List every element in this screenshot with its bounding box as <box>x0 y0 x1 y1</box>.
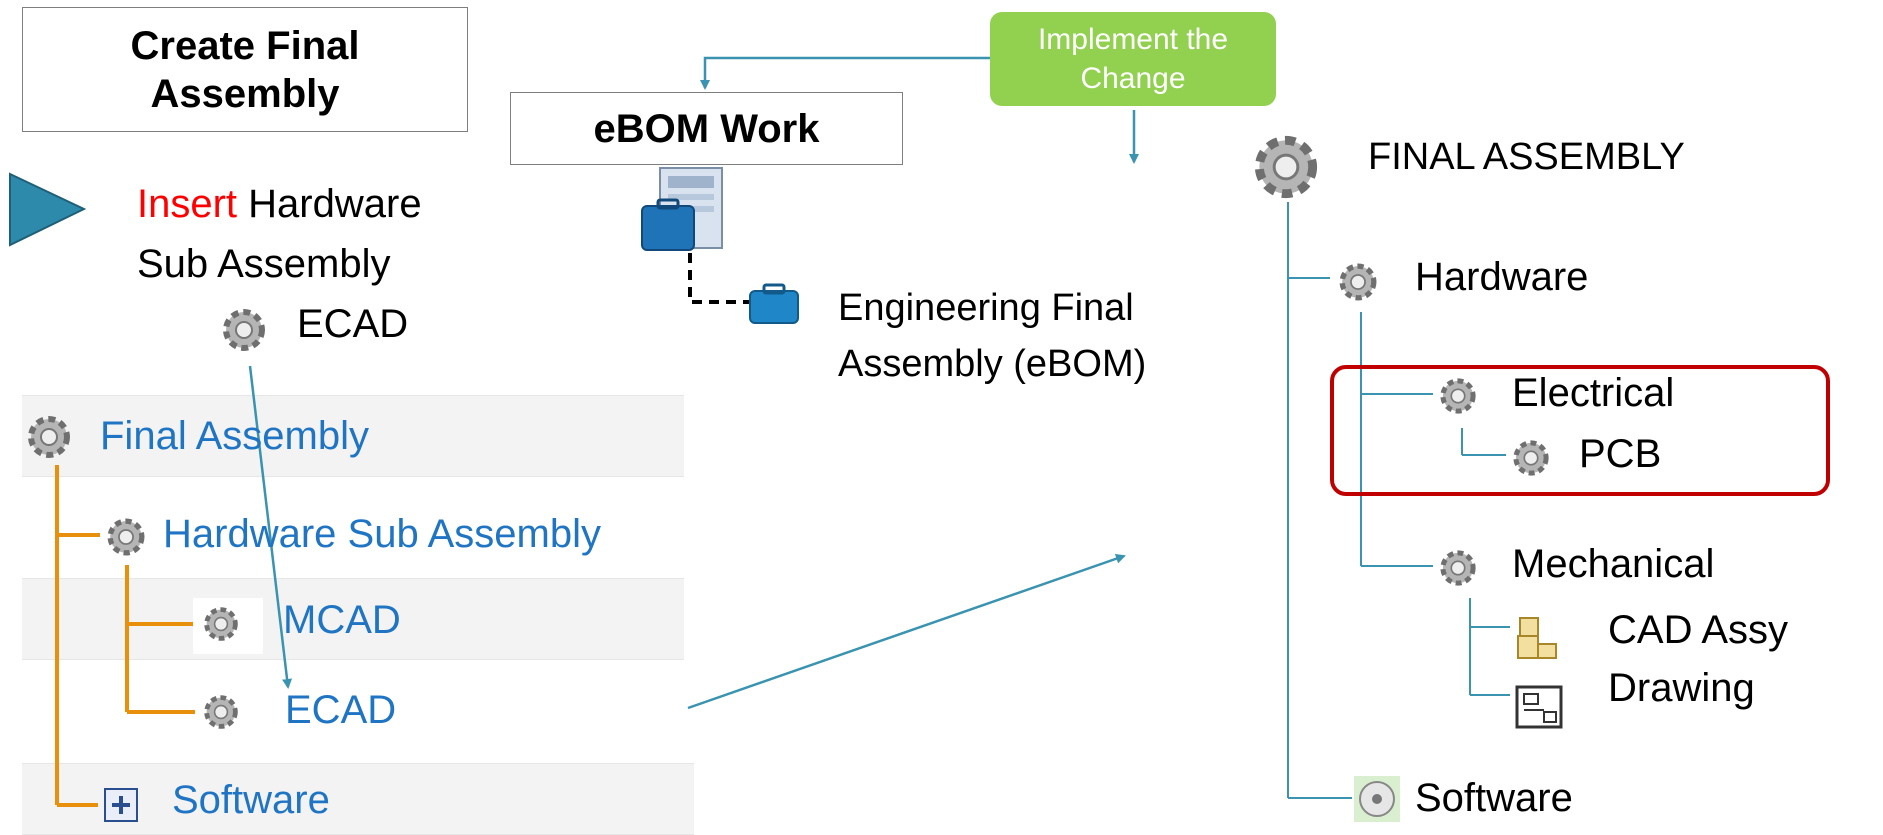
ebom-label-line1: Engineering Final <box>838 287 1134 329</box>
right-tree-cad-assy: CAD Assy <box>1608 608 1789 652</box>
ebom-dashed-connector <box>688 253 750 304</box>
disc-icon <box>1354 776 1400 822</box>
folder-icon <box>749 283 799 324</box>
right-tree-hardware: Hardware <box>1415 255 1589 299</box>
right-tree-mechanical: Mechanical <box>1512 542 1715 586</box>
gear-icon <box>1440 550 1476 586</box>
insert-instruction-line1: Insert Hardware <box>137 182 422 227</box>
right-tree-software: Software <box>1415 776 1573 820</box>
electrical-highlight-box <box>1330 365 1830 496</box>
create-final-assembly-label: Create Final Assembly <box>130 23 360 116</box>
right-tree-drawing: Drawing <box>1608 666 1755 710</box>
right-tree-lines <box>1287 202 1510 799</box>
insert-verb: Insert <box>137 182 238 226</box>
insert-ecad-label: ECAD <box>297 302 409 346</box>
ebom-label-line2: Assembly (eBOM) <box>838 343 1147 385</box>
callout-to-ebom-arrow <box>700 56 990 90</box>
drawing-icon <box>1515 685 1563 729</box>
plus-box-icon[interactable] <box>103 787 139 823</box>
play-triangle-icon <box>9 172 86 247</box>
left-tree-software[interactable]: Software <box>172 778 330 822</box>
gear-icon <box>107 518 145 556</box>
ebom-work-label: eBOM Work <box>593 106 820 151</box>
tree-row-bg-root <box>22 395 684 477</box>
form-folder-icon <box>641 167 723 251</box>
gear-icon <box>1339 263 1377 301</box>
insert-instruction-line2: Sub Assembly <box>137 242 391 286</box>
left-tree-hardware[interactable]: Hardware Sub Assembly <box>163 512 601 556</box>
gear-icon <box>1254 135 1318 199</box>
right-tree-root: FINAL ASSEMBLY <box>1368 136 1685 178</box>
gear-icon <box>204 695 238 729</box>
create-final-assembly-box: Create Final Assembly <box>22 7 468 132</box>
left-tree-ecad[interactable]: ECAD <box>285 688 397 732</box>
implement-change-callout: Implement the Change <box>990 12 1276 106</box>
tree-row-bg-mcad <box>22 578 684 660</box>
gear-icon <box>223 309 265 351</box>
ecad-to-right-tree-arrow <box>687 553 1126 710</box>
left-tree-root[interactable]: Final Assembly <box>100 414 369 458</box>
gear-icon <box>1513 440 1549 476</box>
left-tree-lines <box>55 465 195 807</box>
gear-icon <box>204 607 238 641</box>
ebom-work-box: eBOM Work <box>510 92 903 165</box>
gear-icon <box>1440 378 1476 414</box>
right-tree-electrical: Electrical <box>1512 371 1675 415</box>
insert-rest-line1: Hardware <box>248 182 422 226</box>
implement-change-label: Implement the Change <box>1037 23 1229 95</box>
insert-ecad-arrow <box>248 365 293 689</box>
left-tree-mcad[interactable]: MCAD <box>283 598 401 642</box>
right-tree-pcb: PCB <box>1579 432 1662 476</box>
gear-icon <box>28 416 70 458</box>
parts-icon <box>1517 617 1557 659</box>
